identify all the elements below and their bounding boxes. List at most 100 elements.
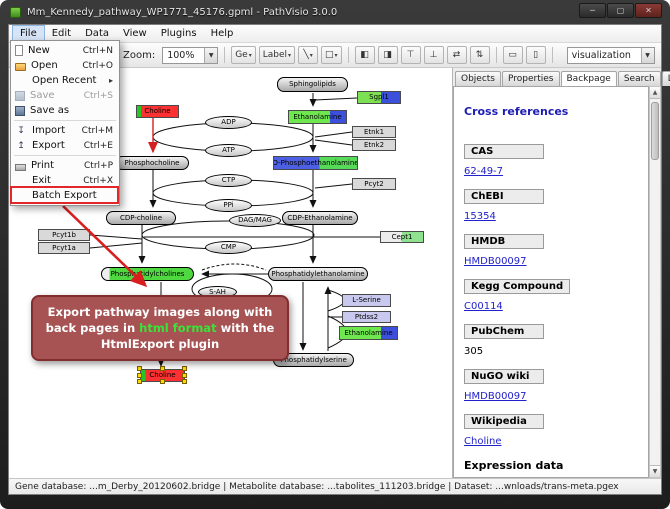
file-menu-item-print[interactable]: Print Ctrl+P xyxy=(11,158,119,173)
selection-handle[interactable] xyxy=(182,366,187,371)
pathvisio-app-icon xyxy=(10,6,21,18)
pathway-node-ctp[interactable]: CTP xyxy=(205,174,252,187)
pathway-node-cept1[interactable]: Cept1 xyxy=(380,231,424,243)
pathway-node-pcyt1a[interactable]: Pcyt1a xyxy=(38,242,90,254)
xref-id-link[interactable]: C00114 xyxy=(464,301,503,312)
pathway-node-phosphocholine[interactable]: Phosphocholine xyxy=(115,156,189,170)
align-top-button[interactable]: ⊤ xyxy=(400,46,421,64)
pathway-node-sgpl1[interactable]: Sgpl1 xyxy=(357,91,401,104)
xref-id-link[interactable]: Choline xyxy=(464,436,502,447)
file-menu-item-label: Print xyxy=(31,160,55,171)
xref-value: 15354 xyxy=(464,211,638,222)
sidebar-scrollbar[interactable]: ▲ ▼ xyxy=(649,86,661,478)
pathway-node-etnk1[interactable]: Etnk1 xyxy=(352,126,396,138)
menu-view[interactable]: View xyxy=(123,28,147,39)
xref-id-link[interactable]: 62-49-7 xyxy=(464,166,504,177)
align-center-y-button[interactable]: ◨ xyxy=(377,46,398,64)
selection-handle[interactable] xyxy=(159,379,165,384)
pathway-node-ethanolamine[interactable]: Ethanolamine xyxy=(339,326,398,340)
xref-source-label: NuGO wiki xyxy=(464,369,544,384)
pathway-node-ptdss2[interactable]: Ptdss2 xyxy=(342,311,391,323)
maximize-button[interactable]: ▢ xyxy=(607,3,634,18)
open-folder-icon xyxy=(15,62,26,71)
tab-search[interactable]: Search xyxy=(617,71,661,86)
xref-id-link[interactable]: 15354 xyxy=(464,211,496,222)
xref-id-link[interactable]: HMDB00097 xyxy=(464,391,527,402)
pathway-node-dag-mag[interactable]: DAG/MAG xyxy=(229,214,281,227)
pathway-node-ethanolamine[interactable]: Ethanolamine xyxy=(288,110,347,124)
selection-handle[interactable] xyxy=(137,372,142,378)
pathway-node-sphingolipids[interactable]: Sphingolipids xyxy=(277,77,348,92)
selection-handle[interactable] xyxy=(159,366,165,371)
minimize-button[interactable]: ─ xyxy=(579,3,606,18)
pathway-node-etnk2[interactable]: Etnk2 xyxy=(352,139,396,151)
same-height-icon: ▯ xyxy=(533,50,539,60)
file-menu-item-batch-export[interactable]: Batch Export xyxy=(11,188,119,203)
add-datanode-button[interactable]: Ge▾ xyxy=(231,46,256,64)
same-width-button[interactable]: ▭ xyxy=(502,46,523,64)
pathway-node-choline[interactable]: Choline xyxy=(136,105,179,118)
pathway-node-phosphatidylserine[interactable]: Phosphatidylserine xyxy=(273,353,354,367)
pathway-node-o-phosphoethanolamine[interactable]: O-Phosphoethanolamine xyxy=(273,156,358,170)
tab-objects[interactable]: Objects xyxy=(455,71,502,86)
pathway-node-phosphatidylcholines[interactable]: Phosphatidylcholines xyxy=(101,267,194,281)
scrollbar-thumb[interactable] xyxy=(651,102,659,160)
selection-handle[interactable] xyxy=(182,379,187,384)
align-center-x-button[interactable]: ◧ xyxy=(354,46,375,64)
zoom-combo[interactable]: 100% ▼ xyxy=(162,46,219,64)
add-line-button[interactable]: ╲▾ xyxy=(298,46,319,64)
align-bottom-button[interactable]: ⊥ xyxy=(423,46,444,64)
align-center-x-icon: ◧ xyxy=(360,50,369,60)
tab-properties[interactable]: Properties xyxy=(502,71,560,86)
file-menu-item-open-recent[interactable]: Open Recent▸ xyxy=(11,73,119,88)
selection-handle[interactable] xyxy=(137,379,142,384)
pathway-node-pcyt1b[interactable]: Pcyt1b xyxy=(38,229,90,241)
pathway-node-cmp[interactable]: CMP xyxy=(205,241,252,254)
pathway-node-phosphatidylethanolamine[interactable]: Phosphatidylethanolamine xyxy=(268,267,368,281)
title-bar[interactable]: Mm_Kennedy_pathway_WP1771_45176.gpml - P… xyxy=(0,0,670,24)
chevron-down-icon[interactable]: ▼ xyxy=(204,47,218,63)
xref-source-label: ChEBI xyxy=(464,189,544,204)
same-height-button[interactable]: ▯ xyxy=(525,46,546,64)
add-shape-button[interactable]: □▾ xyxy=(321,46,342,64)
pathway-node-l-serine[interactable]: L-Serine xyxy=(342,294,391,307)
save-as-disk-icon xyxy=(15,105,25,116)
xref-id-link[interactable]: HMDB00097 xyxy=(464,256,527,267)
pathway-node-ppi[interactable]: PPi xyxy=(205,199,252,212)
scroll-up-icon[interactable]: ▲ xyxy=(650,87,660,99)
menu-plugins[interactable]: Plugins xyxy=(160,28,197,39)
file-menu-item-label: Import xyxy=(32,125,66,136)
menu-help[interactable]: Help xyxy=(210,28,234,39)
chevron-down-icon[interactable]: ▼ xyxy=(640,47,654,63)
menu-data[interactable]: Data xyxy=(85,28,109,39)
pathway-node-adp[interactable]: ADP xyxy=(205,116,252,129)
tab-backpage[interactable]: Backpage xyxy=(560,71,617,86)
pathway-node-atp[interactable]: ATP xyxy=(205,144,252,157)
scroll-down-icon[interactable]: ▼ xyxy=(650,465,660,477)
close-button[interactable]: ✕ xyxy=(635,3,662,18)
pathway-node-pcyt2[interactable]: Pcyt2 xyxy=(352,178,396,190)
pathway-node-cdp-ethanolamine[interactable]: CDP-Ethanolamine xyxy=(282,211,358,225)
distribute-vertical-button[interactable]: ⇅ xyxy=(469,46,490,64)
selection-handle[interactable] xyxy=(137,366,142,371)
toolbar-separator xyxy=(347,47,349,63)
selection-handle[interactable] xyxy=(182,372,187,378)
file-menu-item-save-as[interactable]: Save as xyxy=(11,103,119,118)
file-menu-shortcut: Ctrl+P xyxy=(84,160,113,171)
distribute-horizontal-button[interactable]: ⇄ xyxy=(446,46,467,64)
menu-edit[interactable]: Edit xyxy=(51,28,72,39)
visualization-combo[interactable]: visualization ▼ xyxy=(566,46,655,64)
tab-legend[interactable]: Legend xyxy=(661,71,670,86)
pathway-node-cdp-choline[interactable]: CDP-choline xyxy=(106,211,176,225)
zoom-label: Zoom: xyxy=(123,49,156,61)
add-label-button[interactable]: Label▾ xyxy=(258,46,296,64)
